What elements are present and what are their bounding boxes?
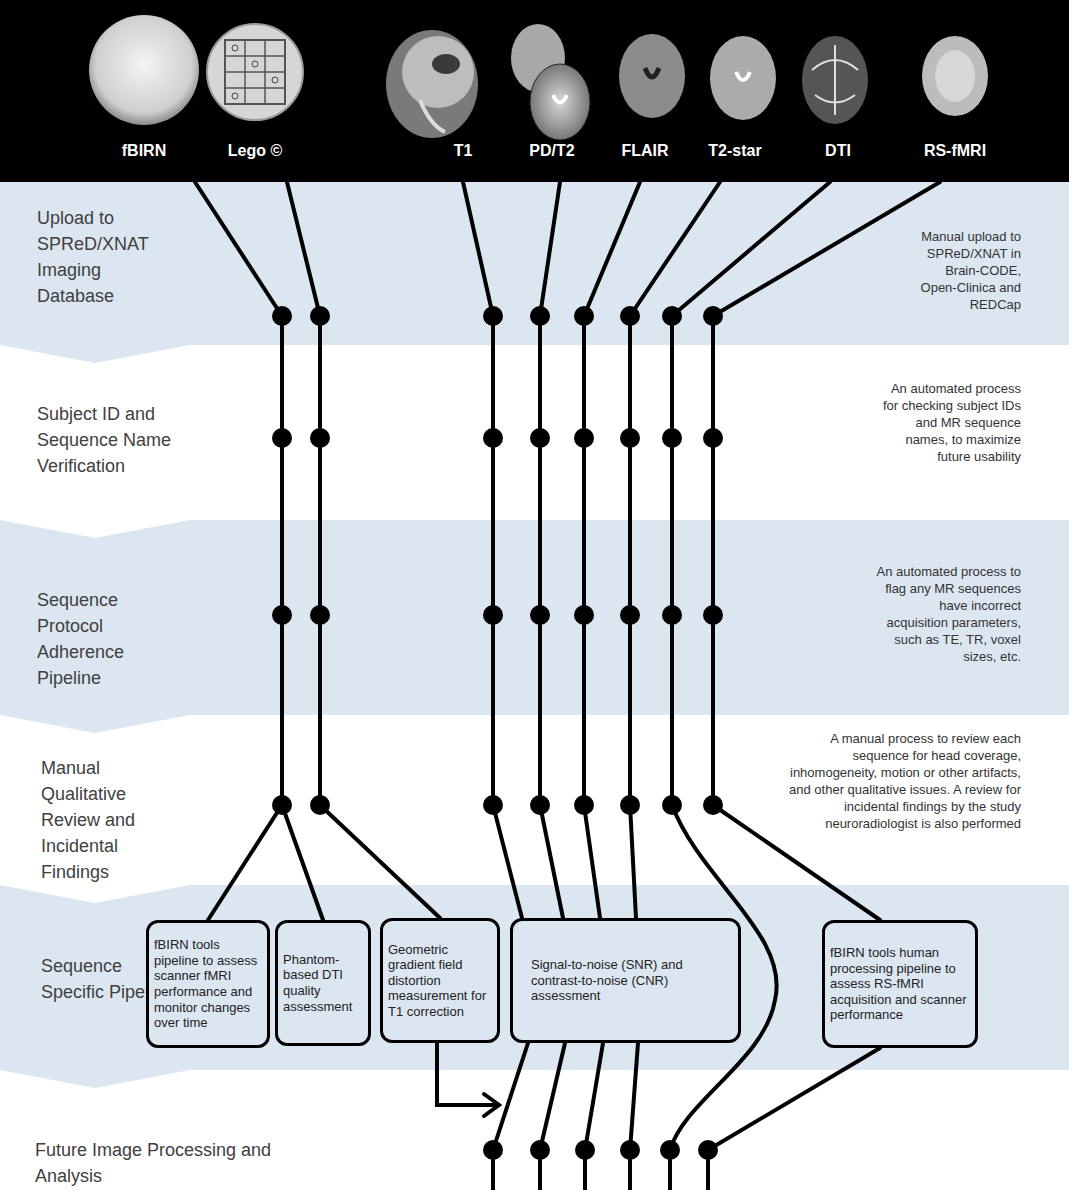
band-chevron	[0, 715, 190, 733]
pipeline-text: Phantom-based DTI quality assessment	[283, 952, 363, 1014]
step-dot	[662, 428, 682, 448]
step-dot	[662, 306, 682, 326]
step-dot	[483, 306, 503, 326]
step-dot	[574, 605, 594, 625]
stage-heading: Sequence Protocol Adherence Pipeline	[37, 587, 179, 691]
step-dot	[530, 428, 550, 448]
step-dot	[574, 795, 594, 815]
pipeline-box: Geometric gradient field distortion meas…	[380, 918, 500, 1043]
step-dot	[620, 306, 640, 326]
t2-star-image	[710, 36, 776, 120]
image-label: Lego ©	[185, 141, 325, 161]
flair-image	[619, 34, 685, 118]
pipeline-box: Signal-to-noise (SNR) and contrast-to-no…	[510, 918, 741, 1043]
step-dot	[703, 795, 723, 815]
step-dot	[620, 795, 640, 815]
step-dot	[698, 1140, 718, 1160]
step-dot	[483, 428, 503, 448]
stage-band: Sequence Specific PipelinesfBIRN tools p…	[0, 885, 1069, 1070]
stage-band: Upload to SPReD/XNAT Imaging Database Man…	[0, 182, 1069, 345]
phantom-image	[89, 15, 199, 125]
stage-band: Future Image Processing and Analysis	[0, 1070, 1069, 1190]
stage-band: Sequence Protocol Adherence Pipeline An a…	[0, 520, 1069, 715]
pipeline-box: Phantom-based DTI quality assessment	[275, 920, 371, 1046]
pipeline-text: fBIRN tools pipeline to assess scanner f…	[154, 937, 262, 1031]
stage-heading: Future Image Processing and Analysis	[35, 1137, 295, 1189]
scan-thumbnails	[89, 15, 988, 140]
pipeline-box: fBIRN tools human processing pipeline to…	[822, 920, 978, 1048]
image-label: fBIRN	[74, 141, 214, 161]
step-dot	[620, 428, 640, 448]
step-dot	[272, 428, 292, 448]
image-label: T1	[393, 141, 533, 161]
step-dot	[660, 1140, 680, 1160]
step-dot	[310, 795, 330, 815]
step-dot	[530, 306, 550, 326]
step-dot	[662, 795, 682, 815]
pd-t2-image	[511, 24, 590, 140]
step-dot	[272, 605, 292, 625]
step-dot	[620, 1140, 640, 1160]
sequence-line	[195, 182, 940, 316]
step-dot	[530, 1140, 550, 1160]
image-strip	[0, 0, 1069, 182]
sequence-line	[493, 1043, 880, 1150]
step-dot	[703, 605, 723, 625]
band-chevron	[0, 520, 190, 538]
step-dot	[575, 1140, 595, 1160]
band-ground	[0, 715, 1069, 885]
step-dot	[483, 795, 503, 815]
pipeline-box: fBIRN tools pipeline to assess scanner f…	[146, 920, 270, 1048]
t1-sagittal-image	[386, 30, 478, 138]
band-chevron	[0, 885, 190, 903]
band-ground	[0, 885, 1069, 1070]
stage-band: Subject ID and Sequence Name Verificatio…	[0, 345, 1069, 520]
dti-image	[802, 36, 868, 124]
band-ground	[0, 182, 1069, 345]
stage-note: Manual upload to SPReD/XNAT in Brain-COD…	[911, 228, 1021, 313]
step-dot	[483, 605, 503, 625]
band-chevron	[0, 1070, 190, 1088]
step-dot	[530, 795, 550, 815]
pipeline-text: Signal-to-noise (SNR) and contrast-to-no…	[531, 957, 711, 1004]
image-label: PD/T2	[482, 141, 622, 161]
step-dot	[662, 605, 682, 625]
image-label: FLAIR	[575, 141, 715, 161]
step-dot	[530, 605, 550, 625]
pipeline-text: Geometric gradient field distortion meas…	[388, 942, 492, 1020]
band-ground	[0, 520, 1069, 715]
band-chevron	[0, 345, 190, 363]
band-ground	[0, 1070, 1069, 1190]
rs-fmri-image	[922, 36, 988, 116]
step-dot	[310, 428, 330, 448]
stage-heading: Upload to SPReD/XNAT Imaging Database	[37, 205, 179, 309]
step-dot	[574, 428, 594, 448]
stage-band: Manual Qualitative Review and Incidental…	[0, 715, 1069, 885]
step-dot	[574, 306, 594, 326]
stage-note: A manual process to review each sequence…	[789, 730, 1021, 832]
stage-note: An automated process to flag any MR sequ…	[875, 563, 1021, 665]
image-label: T2-star	[665, 141, 805, 161]
step-dot	[272, 306, 292, 326]
step-dot	[310, 306, 330, 326]
pipeline-text: fBIRN tools human processing pipeline to…	[830, 945, 970, 1023]
step-dot	[703, 428, 723, 448]
arrow-head	[484, 1094, 499, 1116]
step-dot	[272, 795, 292, 815]
stage-note: An automated process for checking subjec…	[881, 380, 1021, 465]
step-dot	[703, 306, 723, 326]
stage-heading: Manual Qualitative Review and Incidental…	[41, 755, 183, 885]
stage-heading: Subject ID and Sequence Name Verificatio…	[37, 401, 179, 479]
sequence-line	[282, 316, 713, 805]
step-dot	[310, 605, 330, 625]
sequence-line	[208, 805, 880, 920]
band-ground	[0, 345, 1069, 520]
step-dot	[483, 1140, 503, 1160]
step-dot	[620, 605, 640, 625]
lego-phantom-image	[207, 24, 303, 120]
image-label: DTI	[768, 141, 908, 161]
image-label: RS-fMRI	[885, 141, 1025, 161]
